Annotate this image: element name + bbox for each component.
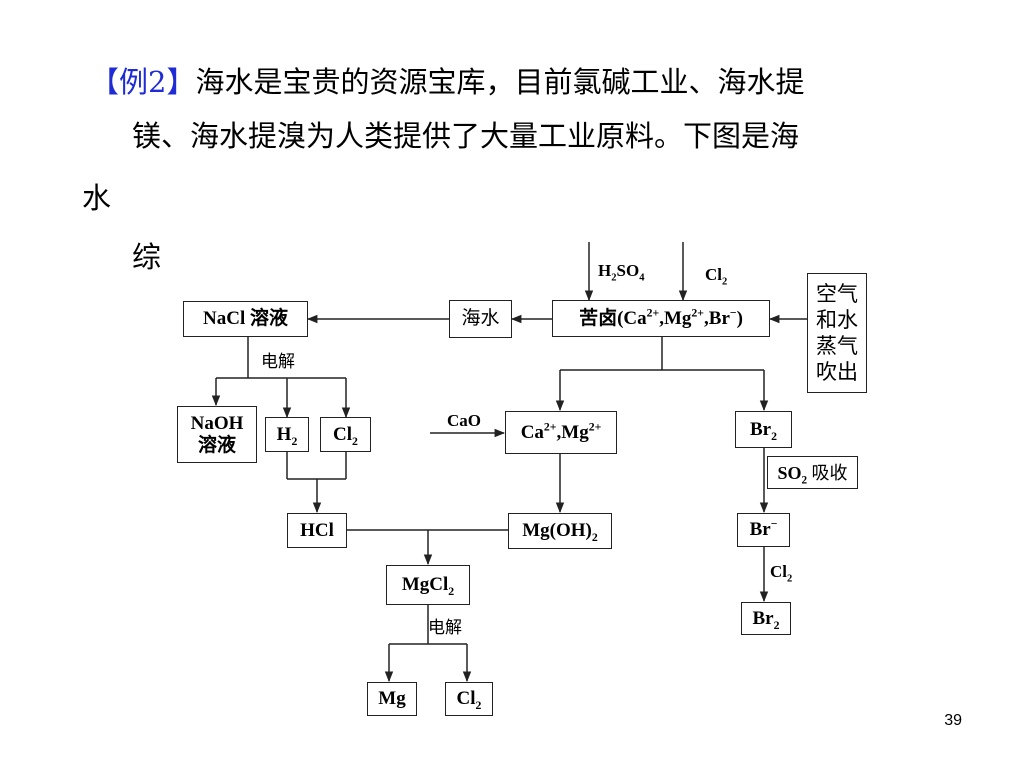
label-electrolysis-2: 电解 bbox=[428, 618, 462, 637]
label-cao: CaO bbox=[447, 411, 481, 430]
cl2-box-top: Cl2 bbox=[320, 417, 371, 452]
br2-box-bottom: Br2 bbox=[741, 602, 791, 635]
question-line-1: 【例2】海水是宝贵的资源宝库，目前氯碱工业、海水提 bbox=[90, 65, 805, 99]
hcl-box: HCl bbox=[287, 513, 347, 548]
h2-box: H2 bbox=[265, 417, 309, 452]
page-number: 39 bbox=[944, 712, 962, 729]
label-h2so4: H2SO4 bbox=[598, 261, 645, 284]
question-line-3: 水 bbox=[82, 181, 112, 215]
air-steam-blowout-box: 空气 和水 蒸气 吹出 bbox=[807, 273, 867, 393]
mgcl2-box: MgCl2 bbox=[386, 565, 470, 605]
example-tag: 【例2】 bbox=[90, 65, 196, 99]
label-electrolysis-1: 电解 bbox=[261, 352, 295, 371]
label-cl2-bottom: Cl2 bbox=[770, 562, 793, 585]
br2-box-top: Br2 bbox=[735, 411, 792, 448]
seawater-box: 海水 bbox=[449, 300, 512, 338]
brine-box: 苦卤(Ca2+,Mg2+,Br−) bbox=[552, 300, 770, 337]
so2-absorption-box: SO2 吸收 bbox=[767, 456, 858, 489]
mg-oh2-box: Mg(OH)2 bbox=[508, 513, 612, 549]
label-cl2-top: Cl2 bbox=[705, 265, 728, 288]
br-minus-box: Br− bbox=[737, 513, 790, 547]
naoh-solution-box: NaOH 溶液 bbox=[177, 406, 257, 463]
question-line-2: 镁、海水提溴为人类提供了大量工业原料。下图是海 bbox=[132, 119, 800, 153]
cl2-box-bottom: Cl2 bbox=[445, 682, 493, 716]
mg-box: Mg bbox=[367, 682, 417, 716]
nacl-solution-box: NaCl 溶液 bbox=[183, 301, 308, 337]
ca-mg-ions-box: Ca2+,Mg2+ bbox=[505, 411, 617, 454]
question-line-4: 综 bbox=[132, 240, 162, 274]
